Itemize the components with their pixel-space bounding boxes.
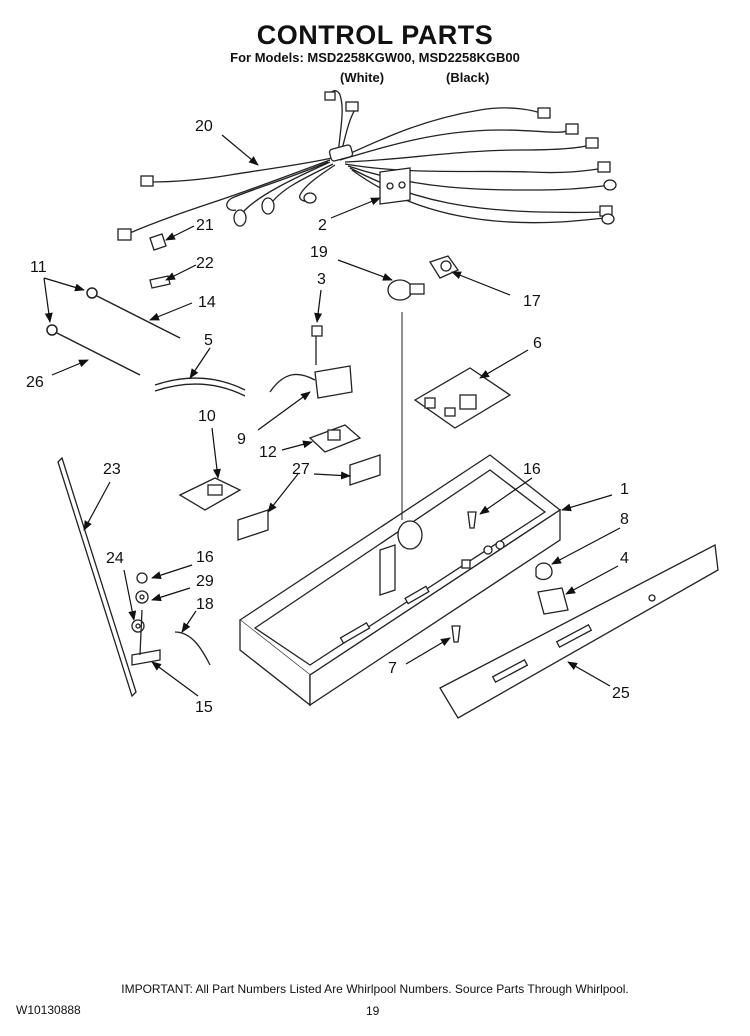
fasteners: [131, 511, 569, 666]
callout-15: 15: [195, 699, 213, 716]
callout-4: 4: [620, 550, 629, 567]
callout-11: 11: [30, 259, 47, 276]
callout-21: 21: [196, 217, 214, 234]
callout-5: 5: [204, 332, 213, 349]
color-black-label: (Black): [446, 70, 490, 85]
callout-23: 23: [103, 461, 121, 478]
callout-1: 1: [620, 481, 629, 498]
switch-10: [178, 477, 242, 511]
callout-25: 25: [612, 685, 630, 702]
connector-plate: [379, 167, 411, 205]
callout-22: 22: [196, 255, 214, 272]
callout-17: 17: [523, 293, 541, 310]
callout-3: 3: [317, 271, 326, 288]
gasket-tube: [154, 377, 246, 397]
thermostat: [269, 325, 353, 399]
callout-16-top: 16: [523, 461, 541, 478]
wire-clip: [149, 233, 167, 251]
callout-27: 27: [292, 461, 310, 478]
grille-23: [57, 456, 137, 698]
callout-2: 2: [318, 217, 327, 234]
light-socket: [429, 255, 459, 279]
callout-6: 6: [533, 335, 542, 352]
control-board: [413, 367, 512, 429]
callout-9: 9: [237, 431, 246, 448]
callout-26: 26: [26, 374, 44, 391]
callout-8: 8: [620, 511, 629, 528]
wire-18: [174, 631, 211, 666]
callout-7: 7: [388, 660, 397, 677]
callout-20: 20: [195, 118, 213, 135]
defrost-rods: [46, 287, 181, 376]
callout-14: 14: [198, 294, 216, 311]
page-number: 19: [366, 1004, 380, 1018]
callout-18: 18: [196, 596, 214, 613]
labels-27: [237, 454, 381, 541]
model-numbers: For Models: MSD2258KGW00, MSD2258KGB00: [230, 50, 520, 65]
switch-12: [308, 424, 362, 453]
callout-24: 24: [106, 550, 124, 567]
callout-12: 12: [259, 444, 277, 461]
wire-harness: [117, 89, 617, 241]
page-title: CONTROL PARTS: [256, 20, 494, 50]
front-panel-25: [439, 543, 719, 719]
callout-16-bottom: 16: [196, 549, 214, 566]
callout-19: 19: [310, 244, 328, 261]
callout-29: 29: [196, 573, 214, 590]
light-bulb: [387, 279, 425, 301]
document-number: W10130888: [16, 1003, 81, 1017]
wire-tie: [149, 275, 171, 289]
leader-lines: [43, 134, 621, 697]
footer-note: IMPORTANT: All Part Numbers Listed Are W…: [121, 982, 629, 996]
callout-10: 10: [198, 408, 216, 425]
color-white-label: (White): [340, 70, 385, 85]
